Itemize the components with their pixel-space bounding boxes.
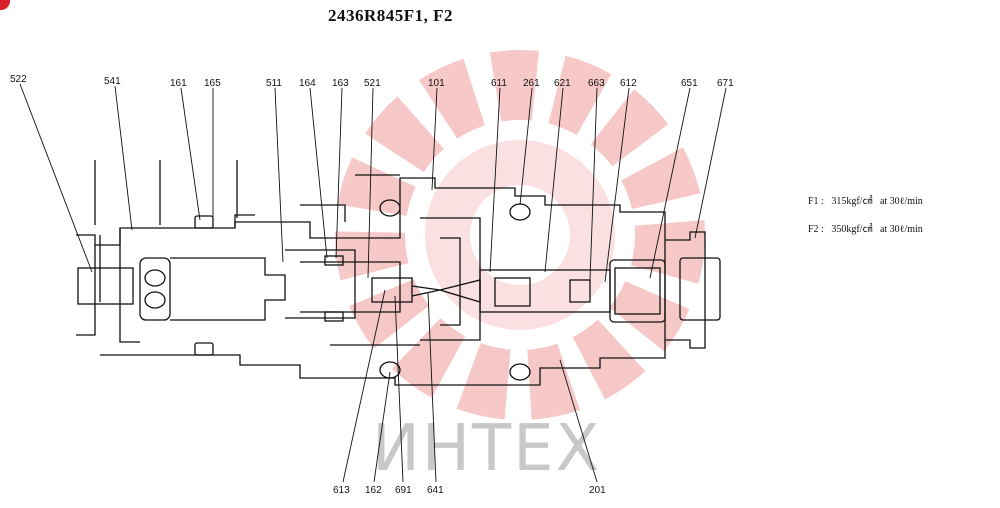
part-label: 163 [332,78,349,89]
part-label: 671 [717,78,734,89]
leader-lines [19,83,727,483]
top-part-labels: 522 541 161 165 511 164 163 521 101 611 … [10,74,734,89]
drawing-title: 2436R845F1, F2 [328,6,454,25]
part-label: 522 [10,74,27,85]
part-label: 613 [333,485,350,496]
part-label: 611 [491,78,507,89]
spec-flow: 30ℓ/min [889,224,923,235]
spec-flow: 30ℓ/min [889,196,923,207]
part-label: 663 [588,78,605,89]
spec-name: F1 : [808,196,824,207]
watermark-text: ИНТЕХ [372,412,601,486]
spec-at: at [879,224,888,235]
part-label: 261 [523,78,540,89]
spec-name: F2 : [808,224,824,235]
part-label: 164 [299,78,316,89]
part-label: 165 [204,78,221,89]
spec-row-f2: F2 : 350kgf/㎠ at 30ℓ/min [808,220,923,235]
spec-row-f1: F1 : 315kgf/㎠ at 30ℓ/min [808,192,923,207]
watermark-gear-icon [335,50,705,420]
part-label: 612 [620,78,637,89]
part-label: 541 [104,76,121,87]
part-label: 641 [427,485,444,496]
spec-value: 315kgf/㎠ [831,196,873,207]
part-label: 201 [589,485,606,496]
part-label: 521 [364,78,381,89]
corner-badge [0,0,10,10]
part-label: 101 [428,78,445,89]
spec-at: at [879,196,888,207]
part-label: 162 [365,485,382,496]
spec-value: 350kgf/㎠ [831,224,873,235]
part-label: 691 [395,485,412,496]
part-label: 511 [266,78,282,89]
bottom-part-labels: 613 162 691 641 201 [333,485,606,496]
valve-body [76,160,721,386]
part-label: 621 [554,78,571,89]
part-label: 651 [681,78,698,89]
part-label: 161 [170,78,187,89]
